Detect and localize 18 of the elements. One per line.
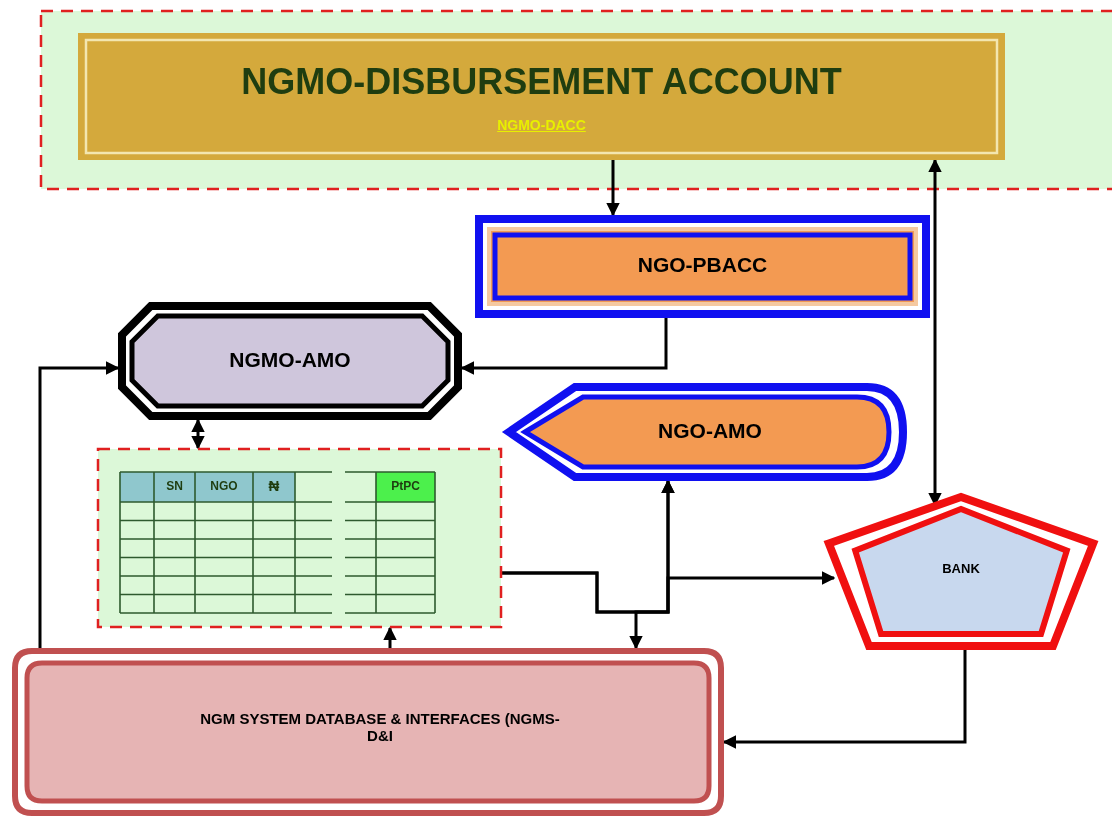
column-header: ₦ (267, 477, 281, 494)
connector-arrow (722, 650, 967, 749)
heading: NGMO-DISBURSEMENT ACCOUNT (240, 61, 843, 103)
box-label: NGO-PBACC (636, 253, 769, 277)
column-header: PtPC (390, 479, 421, 493)
box-label: NGO-AMO (657, 419, 763, 443)
connector-arrow (629, 479, 675, 650)
connector-arrow (460, 318, 668, 375)
connector-arrow (502, 571, 836, 614)
connector-arrow (38, 361, 120, 648)
subheading: NGMO-DACC (496, 117, 587, 133)
connector-arrow (606, 160, 620, 217)
box-label: BANK (941, 561, 981, 576)
column-header: NGO (209, 479, 239, 493)
box-label: NGM SYSTEM DATABASE & INTERFACES (NGMS-D&I (200, 710, 560, 744)
box-label: NGMO-AMO (228, 348, 352, 372)
connector-arrow (191, 418, 205, 450)
column-header: SN (165, 479, 184, 493)
